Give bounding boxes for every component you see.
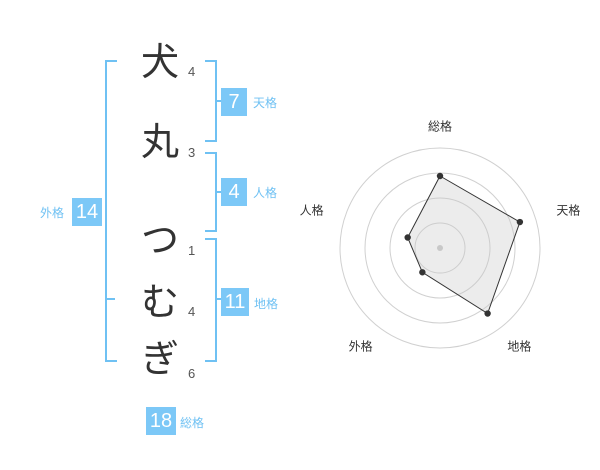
jinkaku-label: 人格 [253, 186, 278, 200]
chikaku-bracket-tick [215, 298, 221, 300]
stroke-count-5: 6 [188, 366, 196, 381]
gaikaku-bracket-tick [105, 298, 115, 300]
name-char-3: つ [140, 218, 179, 262]
stroke-count-4: 4 [188, 304, 196, 319]
jinkaku-bracket-tick [215, 191, 221, 193]
radar-point-4 [419, 269, 426, 276]
chikaku-badge: 11 [221, 288, 249, 316]
name-char-1: 犬 [140, 40, 179, 84]
stroke-count-1: 4 [188, 64, 196, 79]
radar-center [437, 245, 443, 251]
name-char-4: む [140, 280, 179, 324]
radar-ring [414, 222, 466, 274]
soukaku-label: 総格 [180, 416, 205, 430]
gaikaku-bracket [105, 60, 117, 362]
radar-point-5 [404, 234, 411, 241]
tenkaku-badge: 7 [221, 88, 247, 116]
radar-point-1 [436, 172, 444, 180]
radar-axis-label-2: 天格 [556, 202, 580, 217]
radar-series-area [407, 175, 521, 315]
stroke-count-3: 1 [188, 243, 196, 258]
chikaku-label: 地格 [254, 297, 279, 311]
radar-axis-label-4: 外格 [349, 338, 373, 353]
radar-ring [389, 197, 491, 299]
radar-axis-label-3: 地格 [507, 338, 531, 353]
soukaku-badge: 18 [146, 407, 176, 435]
radar-axis-label-1: 総格 [428, 119, 452, 134]
tenkaku-bracket-tick [215, 100, 221, 102]
tenkaku-label: 天格 [253, 96, 278, 110]
stroke-count-2: 3 [188, 145, 196, 160]
name-char-2: 丸 [140, 120, 179, 164]
gaikaku-badge: 14 [72, 198, 102, 226]
name-char-5: ぎ [140, 337, 179, 381]
chikaku-bracket [205, 238, 217, 362]
radar-point-2 [516, 218, 524, 226]
jinkaku-badge: 4 [221, 178, 247, 206]
gaikaku-label: 外格 [40, 206, 65, 220]
radar-ring [339, 147, 541, 349]
radar-point-3 [484, 310, 491, 317]
radar-axis-label-5: 人格 [300, 202, 324, 217]
